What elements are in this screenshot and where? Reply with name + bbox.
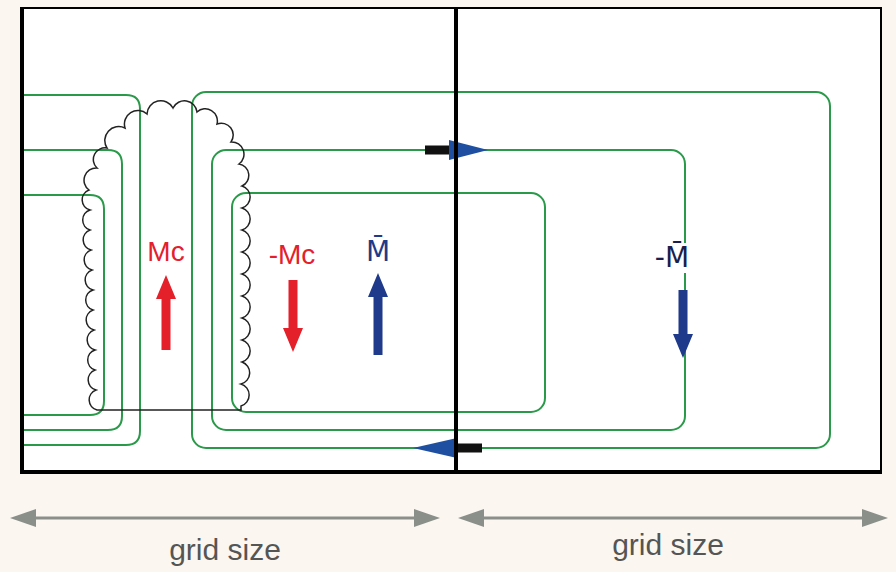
streamline-loop bbox=[192, 92, 830, 448]
mean-up-arrow bbox=[368, 273, 388, 355]
dimension-head bbox=[414, 509, 440, 527]
mean-flux-label: M̄ bbox=[363, 237, 393, 268]
grid-cell: Mc -Mc M̄ bbox=[20, 7, 458, 474]
streamline bbox=[24, 195, 104, 415]
flux-arrow-tail bbox=[425, 146, 451, 155]
flux-arrow-head bbox=[413, 438, 457, 458]
compensating-flux-label: -Mc bbox=[266, 240, 319, 271]
grid-cell: -M̄ bbox=[458, 7, 882, 474]
mean-down-arrow bbox=[673, 290, 693, 358]
streamlines bbox=[24, 92, 830, 448]
updraft-arrow bbox=[156, 275, 176, 350]
cloud-flux-label: Mc bbox=[144, 237, 187, 268]
dimension-head bbox=[458, 509, 484, 527]
streamline bbox=[24, 95, 140, 445]
convective-cloud: Mc bbox=[85, 98, 247, 414]
streamline bbox=[24, 150, 122, 430]
streamline-loop bbox=[232, 193, 545, 412]
dimension-line bbox=[482, 517, 864, 520]
streamline-loop bbox=[212, 150, 685, 430]
flux-arrow-tail bbox=[455, 444, 482, 453]
dimension-label: grid size bbox=[169, 533, 281, 566]
dimension-head bbox=[10, 509, 36, 527]
grid-ground bbox=[20, 7, 882, 474]
subsidence-arrow bbox=[283, 280, 303, 352]
dimension-head bbox=[862, 509, 888, 527]
dimension-label: grid size bbox=[612, 528, 724, 561]
cloud-outline-path bbox=[82, 101, 250, 410]
mean-flux-label: -M̄ bbox=[652, 243, 692, 274]
dimension-arrows bbox=[10, 509, 888, 527]
dimension-line bbox=[34, 517, 416, 520]
